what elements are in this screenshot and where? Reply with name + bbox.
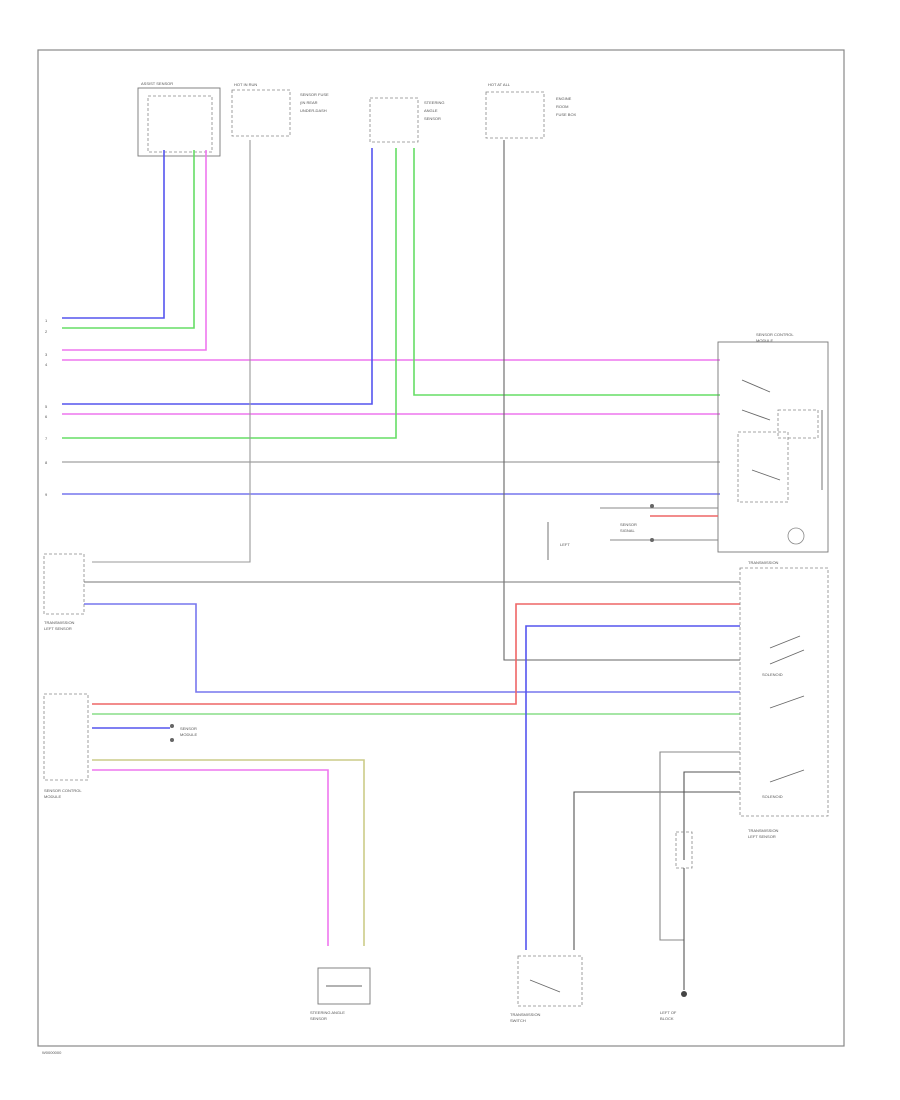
wire-green-1 bbox=[62, 150, 195, 329]
svg-text:UNDER-DASH: UNDER-DASH bbox=[300, 108, 327, 113]
svg-text:SENSOR CONTROL: SENSOR CONTROL bbox=[44, 788, 82, 793]
wire-blue-6 bbox=[525, 625, 740, 950]
wire-dark-1 bbox=[573, 791, 740, 950]
svg-text:SOLENOID: SOLENOID bbox=[762, 794, 783, 799]
top-fuse-1: HOT IN RUN SENSOR FUSE (IN REAR UNDER-DA… bbox=[231, 82, 329, 137]
wire-pink-4 bbox=[92, 769, 329, 946]
svg-text:5: 5 bbox=[45, 404, 48, 409]
svg-text:SWITCH: SWITCH bbox=[510, 1018, 526, 1023]
wire-green-2 bbox=[413, 148, 720, 396]
svg-text:ANGLE: ANGLE bbox=[424, 108, 438, 113]
top-fuse-3: HOT AT ALL ENGINE ROOM FUSE BOX bbox=[485, 82, 577, 139]
svg-text:LEFT: LEFT bbox=[560, 542, 570, 547]
bottom-left-component: STEERING ANGLE SENSOR bbox=[310, 967, 371, 1021]
svg-text:SENSOR CONTROL: SENSOR CONTROL bbox=[756, 332, 794, 337]
svg-text:ENGINE: ENGINE bbox=[556, 96, 572, 101]
svg-text:2: 2 bbox=[45, 329, 48, 334]
svg-text:TRANSMISSION: TRANSMISSION bbox=[44, 620, 75, 625]
svg-text:SENSOR: SENSOR bbox=[620, 522, 637, 527]
svg-text:ASSIST SENSOR: ASSIST SENSOR bbox=[141, 81, 173, 86]
svg-text:MODULE: MODULE bbox=[756, 338, 773, 343]
footer-code: W0000000 bbox=[42, 1050, 62, 1055]
svg-text:ROOM: ROOM bbox=[556, 104, 568, 109]
svg-text:SOLENOID: SOLENOID bbox=[762, 672, 783, 677]
svg-text:SENSOR: SENSOR bbox=[180, 726, 197, 731]
svg-text:HOT AT ALL: HOT AT ALL bbox=[488, 82, 511, 87]
svg-text:9: 9 bbox=[45, 492, 48, 497]
svg-text:SENSOR: SENSOR bbox=[310, 1016, 327, 1021]
svg-text:MODULE: MODULE bbox=[44, 794, 61, 799]
wire-blue-1 bbox=[62, 150, 165, 319]
top-left-connector: ASSIST SENSOR bbox=[137, 81, 221, 157]
svg-text:TRANSMISSION: TRANSMISSION bbox=[748, 828, 779, 833]
svg-text:3: 3 bbox=[45, 352, 48, 357]
small-left-sensor: SENSOR MODULE bbox=[170, 724, 197, 742]
svg-text:HOT IN RUN: HOT IN RUN bbox=[234, 82, 257, 87]
right-lower-module: TRANSMISSION SOLENOID SOLENOID TRANSMISS… bbox=[739, 560, 829, 839]
ground-connector: LEFT OF BLOCK bbox=[659, 751, 740, 1021]
svg-text:STEERING ANGLE: STEERING ANGLE bbox=[310, 1010, 345, 1015]
wire-blue-2 bbox=[62, 148, 373, 405]
diagram-frame bbox=[37, 49, 845, 1047]
left-mid-connector: TRANSMISSION LEFT SENSOR bbox=[43, 553, 85, 631]
svg-text:SIGNAL: SIGNAL bbox=[620, 528, 635, 533]
svg-text:8: 8 bbox=[45, 460, 48, 465]
svg-text:4: 4 bbox=[45, 362, 48, 367]
svg-text:(IN REAR: (IN REAR bbox=[300, 100, 318, 105]
wire-yellow-1 bbox=[92, 759, 365, 946]
wire-green-3 bbox=[62, 148, 397, 439]
svg-text:LEFT OF: LEFT OF bbox=[660, 1010, 677, 1015]
wire-gray-2 bbox=[92, 140, 251, 563]
svg-text:STEERING: STEERING bbox=[424, 100, 444, 105]
wire-pink-1 bbox=[62, 150, 207, 351]
bottom-middle-switch: TRANSMISSION SWITCH bbox=[510, 955, 583, 1023]
svg-text:BLOCK: BLOCK bbox=[660, 1016, 674, 1021]
svg-text:1: 1 bbox=[45, 318, 48, 323]
top-fuse-2: STEERING ANGLE SENSOR bbox=[369, 97, 444, 143]
wire-red-1 bbox=[92, 603, 740, 705]
middle-right-sensor: SENSOR SIGNAL LEFT bbox=[547, 504, 718, 560]
left-wire-labels: 1 2 3 4 5 6 7 8 9 bbox=[45, 318, 48, 497]
left-lower-connector: SENSOR CONTROL MODULE bbox=[43, 693, 89, 799]
svg-text:7: 7 bbox=[45, 436, 48, 441]
svg-text:TRANSMISSION: TRANSMISSION bbox=[510, 1012, 541, 1017]
right-top-module: SENSOR CONTROL MODULE bbox=[717, 332, 829, 553]
svg-text:TRANSMISSION: TRANSMISSION bbox=[748, 560, 779, 565]
svg-text:SENSOR: SENSOR bbox=[424, 116, 441, 121]
wire-blue-4 bbox=[84, 603, 740, 693]
svg-text:LEFT SENSOR: LEFT SENSOR bbox=[44, 626, 72, 631]
svg-text:SENSOR FUSE: SENSOR FUSE bbox=[300, 92, 329, 97]
wire-gray-3 bbox=[503, 140, 740, 661]
svg-text:FUSE BOX: FUSE BOX bbox=[556, 112, 577, 117]
svg-text:LEFT SENSOR: LEFT SENSOR bbox=[748, 834, 776, 839]
svg-text:MODULE: MODULE bbox=[180, 732, 197, 737]
svg-text:6: 6 bbox=[45, 414, 48, 419]
